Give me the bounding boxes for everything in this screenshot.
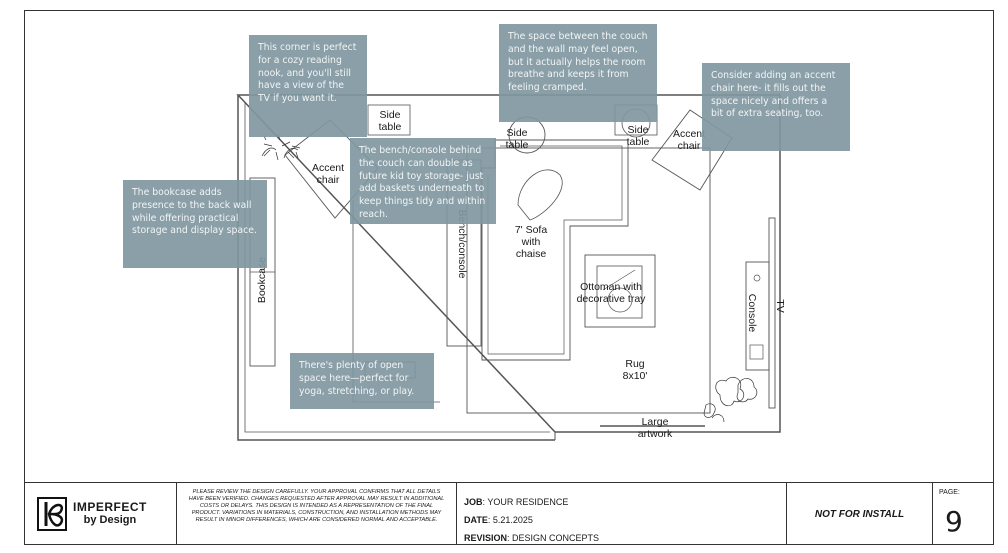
tv (768, 217, 776, 409)
plant-right (703, 377, 758, 423)
install-status: NOT FOR INSTALL (787, 483, 933, 545)
label-accent-chair-right: Accent chair (672, 128, 706, 152)
job-value: : YOUR RESIDENCE (482, 497, 569, 507)
ottoman (584, 254, 656, 328)
sofa-chair (517, 169, 563, 221)
rug-outline (466, 147, 711, 414)
job-info: JOB: YOUR RESIDENCE DATE: 5.21.2025 REVI… (457, 483, 787, 545)
date-value: : 5.21.2025 (487, 515, 533, 525)
note-space-between: The space between the couch and the wall… (499, 24, 657, 122)
title-block: IMPERFECT by Design Please review the de… (25, 482, 993, 545)
page-caption: PAGE: (939, 489, 960, 496)
label-side-table-2: Side table (505, 127, 529, 151)
note-bench-storage: The bench/console behind the couch can d… (350, 138, 496, 224)
note-open-space: There's plenty of open space here—perfec… (290, 353, 434, 409)
label-sofa: 7' Sofa with chaise (514, 224, 548, 260)
date-label: DATE (464, 515, 488, 525)
label-console: Console (746, 293, 758, 333)
job-label: JOB (464, 497, 483, 507)
note-bookcase: The bookcase adds presence to the back w… (123, 180, 267, 268)
logo-mark-icon (37, 497, 67, 531)
label-side-table-1: Side table (378, 109, 402, 133)
label-tv: TV (774, 299, 786, 313)
logo-line2: by Design (83, 514, 137, 526)
label-ottoman: Ottoman with decorative tray (576, 281, 646, 305)
label-large-artwork: Large artwork (637, 416, 673, 440)
note-reading-nook: This corner is perfect for a cozy readin… (249, 35, 367, 137)
label-rug: Rug 8x10' (622, 358, 648, 382)
page-cell: PAGE: 9 (933, 483, 993, 545)
disclaimer: Please review the design carefully. Your… (177, 483, 457, 545)
label-accent-chair-left: Accent chair (311, 162, 345, 186)
label-side-table-3: Side table (626, 124, 650, 148)
side-table-1 (367, 104, 411, 136)
revision-value: : DESIGN CONCEPTS (507, 533, 600, 543)
page-number: 9 (945, 505, 963, 538)
drawing-sheet (24, 10, 994, 545)
revision-label: REVISION (464, 533, 508, 543)
note-accent-chair: Consider adding an accent chair here- it… (702, 63, 850, 151)
logo: IMPERFECT by Design (25, 483, 177, 545)
logo-line1: IMPERFECT (73, 500, 147, 514)
plant-left (261, 133, 301, 161)
